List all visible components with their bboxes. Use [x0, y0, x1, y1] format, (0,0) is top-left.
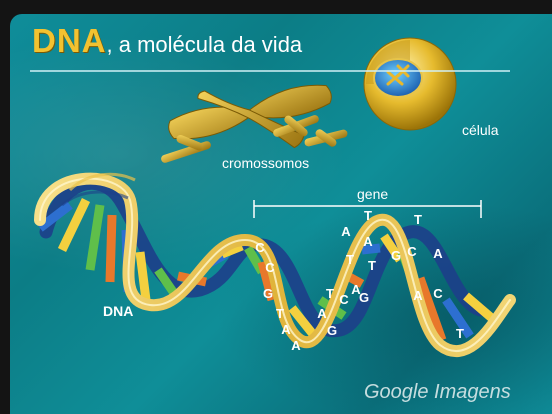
base-letter: G: [391, 248, 401, 263]
base-letter: A: [341, 224, 351, 239]
title-rest: , a molécula da vida: [107, 32, 303, 57]
base-letter: T: [364, 208, 372, 223]
title-dna: DNA: [32, 22, 107, 59]
base-letter: C: [407, 244, 417, 259]
base-letter: T: [414, 212, 422, 227]
base-letter: C: [339, 292, 349, 307]
label-celula: célula: [462, 122, 499, 138]
base-letter: A: [291, 338, 301, 353]
cell-illustration: [364, 38, 456, 130]
base-letter: A: [413, 288, 423, 303]
base-letter: C: [255, 240, 265, 255]
label-dna: DNA: [103, 303, 133, 319]
base-pair-rung: [140, 252, 146, 300]
base-letter: C: [265, 260, 275, 275]
base-letter: T: [326, 286, 334, 301]
base-letter: T: [346, 252, 354, 267]
base-letter: A: [281, 322, 291, 337]
watermark: Google Imagens: [364, 381, 511, 404]
base-pair-rung: [90, 205, 100, 270]
title-underline: [30, 70, 510, 72]
page-title: DNA, a molécula da vida: [32, 26, 302, 60]
label-gene: gene: [357, 186, 388, 202]
base-letter: T: [456, 326, 464, 341]
base-letter: G: [263, 286, 273, 301]
base-pair-rung: [110, 215, 112, 282]
base-letter: A: [317, 306, 327, 321]
base-letter: G: [327, 323, 337, 338]
base-letter: T: [368, 258, 376, 273]
label-cromossomos: cromossomos: [222, 155, 309, 171]
base-letter: G: [359, 290, 369, 305]
base-letter: T: [276, 306, 284, 321]
base-letter: A: [363, 234, 373, 249]
base-letter: A: [433, 246, 443, 261]
base-letter: C: [433, 286, 443, 301]
